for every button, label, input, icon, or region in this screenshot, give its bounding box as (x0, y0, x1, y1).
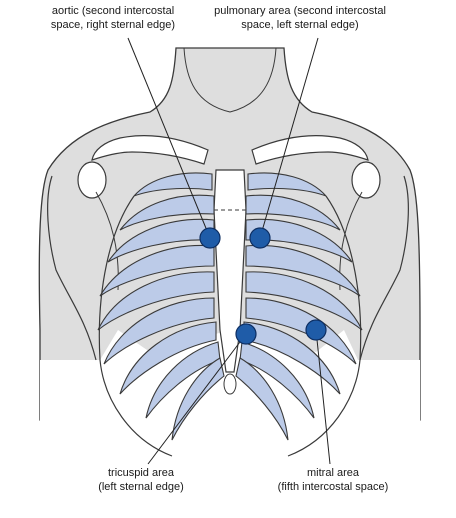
aortic-label-line2: space, right sternal edge) (28, 18, 198, 32)
xiphoid-process (224, 374, 236, 394)
pulmonary-label: pulmonary area (second intercostal space… (200, 4, 400, 32)
right-humeral-head (78, 162, 106, 198)
pulmonary-label-line1: pulmonary area (second intercostal (200, 4, 400, 18)
mitral-label-line2: (fifth intercostal space) (268, 480, 398, 494)
pulmonary-label-line2: space, left sternal edge) (200, 18, 400, 32)
tricuspid-label-line2: (left sternal edge) (66, 480, 216, 494)
mitral-marker (306, 320, 326, 340)
mitral-label-line1: mitral area (268, 466, 398, 480)
aortic-label: aortic (second intercostal space, right … (28, 4, 198, 32)
pulmonary-marker (250, 228, 270, 248)
tricuspid-label: tricuspid area (left sternal edge) (66, 466, 216, 494)
tricuspid-label-line1: tricuspid area (66, 466, 216, 480)
left-humeral-head (352, 162, 380, 198)
tricuspid-marker (236, 324, 256, 344)
aortic-marker (200, 228, 220, 248)
aortic-label-line1: aortic (second intercostal (28, 4, 198, 18)
mitral-label: mitral area (fifth intercostal space) (268, 466, 398, 494)
